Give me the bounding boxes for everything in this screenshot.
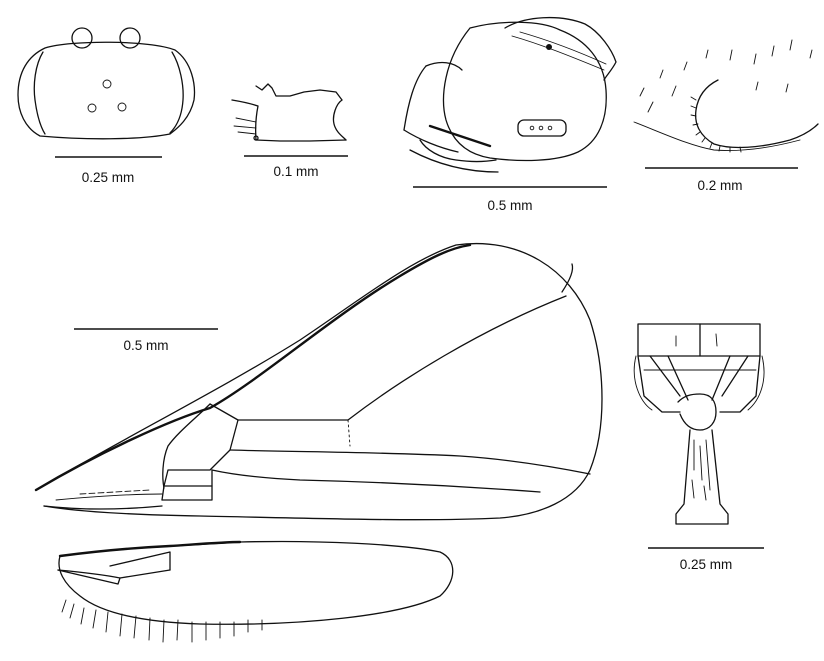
antenna-segment-scale: 0.1 mm <box>244 155 348 179</box>
scale-label: 0.25 mm <box>680 557 733 572</box>
mesosoma-lateral-drawing <box>403 16 617 173</box>
scale-label: 0.2 mm <box>697 178 742 193</box>
hindwing-drawing <box>57 540 454 643</box>
forewing-drawing <box>34 243 603 521</box>
wings-scale: 0.5 mm <box>74 328 218 353</box>
head-dorsal-scale: 0.25 mm <box>55 156 162 185</box>
wing-margin-detail-scale: 0.2 mm <box>645 167 798 193</box>
scale-label: 0.5 mm <box>123 338 168 353</box>
scale-label: 0.25 mm <box>82 170 135 185</box>
petiole-dorsal-scale: 0.25 mm <box>648 547 764 572</box>
wing-margin-detail-drawing <box>633 39 819 153</box>
petiole-dorsal-drawing <box>633 323 765 525</box>
antenna-segment-drawing <box>231 83 347 142</box>
mesosoma-lateral-scale: 0.5 mm <box>413 186 607 213</box>
head-dorsal-drawing <box>17 27 196 140</box>
scale-label: 0.5 mm <box>487 198 532 213</box>
scale-label: 0.1 mm <box>273 164 318 179</box>
